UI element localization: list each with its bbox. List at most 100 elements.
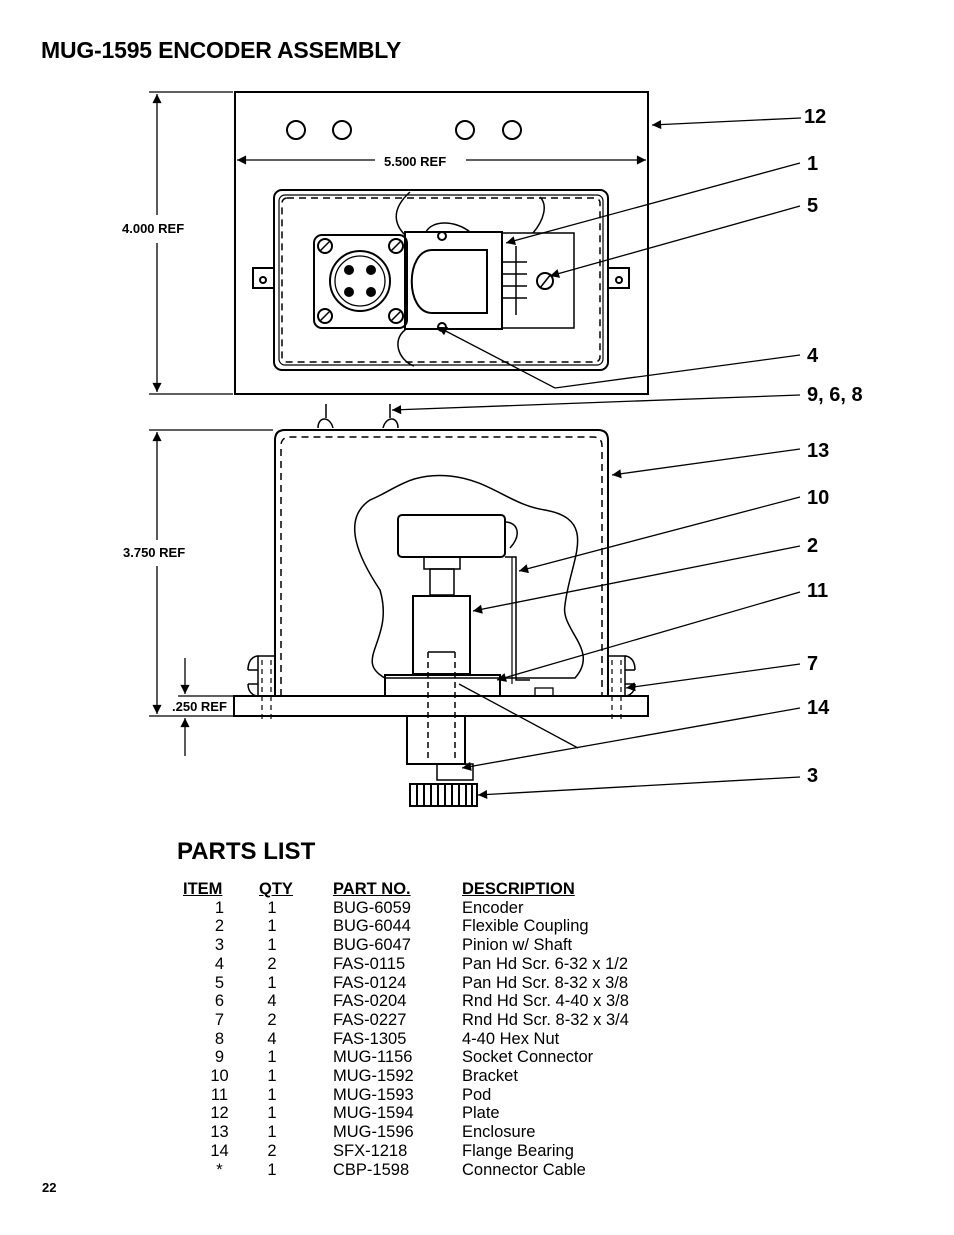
cell-part-no: MUG-1594 (333, 1104, 414, 1123)
pod (384, 674, 501, 697)
plate-hole-icon (286, 120, 306, 140)
cell-description: Plate (462, 1104, 500, 1123)
callout-label: 11 (807, 580, 828, 602)
cell-part-no: MUG-1593 (333, 1085, 414, 1104)
cell-item: 8 (214, 1029, 225, 1048)
cell-qty: 2 (267, 1010, 277, 1029)
cell-part-no: MUG-1156 (333, 1048, 413, 1067)
cell-qty: 1 (267, 1123, 277, 1142)
callout-label: 10 (807, 487, 829, 509)
cell-item: 9 (214, 1048, 225, 1067)
cell-description: Connector Cable (462, 1160, 586, 1179)
dimension-height-bottom: 3.750 REF (123, 545, 185, 560)
cell-qty: 1 (267, 917, 277, 936)
cell-part-no: FAS-0204 (333, 992, 407, 1011)
header-item: ITEM (183, 880, 223, 898)
cell-description: Socket Connector (462, 1048, 594, 1067)
cell-description: Pod (462, 1085, 492, 1104)
cell-qty: 1 (267, 1160, 277, 1179)
cell-description: Rnd Hd Scr. 8-32 x 3/4 (462, 1010, 629, 1029)
cell-qty: 4 (267, 992, 277, 1011)
callout-label: 3 (807, 765, 818, 787)
cell-item: * (216, 1160, 223, 1179)
cell-description: 4-40 Hex Nut (462, 1029, 560, 1048)
cell-item: 13 (210, 1123, 229, 1142)
cell-description: Pan Hd Scr. 6-32 x 1/2 (462, 954, 629, 973)
cell-qty: 1 (267, 1048, 277, 1067)
cell-part-no: BUG-6044 (333, 917, 411, 936)
cell-part-no: FAS-0227 (333, 1010, 407, 1029)
cell-qty: 2 (267, 954, 277, 973)
cell-part-no: FAS-1305 (333, 1029, 407, 1048)
cell-description: Pan Hd Scr. 8-32 x 3/8 (462, 973, 629, 992)
cell-description: Pinion w/ Shaft (462, 936, 573, 955)
header-qty: QTY (259, 880, 293, 898)
cell-part-no: MUG-1596 (333, 1123, 414, 1142)
cell-qty: 1 (267, 1104, 277, 1123)
cell-item: 10 (210, 1067, 229, 1086)
cell-qty: 1 (267, 1085, 277, 1104)
cell-part-no: BUG-6047 (333, 936, 411, 955)
table-row: 12 1 MUG-1594 Plate (180, 1104, 712, 1123)
callout-label: 1 (807, 153, 818, 175)
dimension-height-top: 4.000 REF (122, 221, 184, 236)
table-row: 3 1 BUG-6047 Pinion w/ Shaft (180, 936, 712, 955)
cell-description: Rnd Hd Scr. 4-40 x 3/8 (462, 992, 629, 1011)
callout-label: 5 (807, 195, 818, 217)
cell-item: 5 (214, 973, 225, 992)
cell-description: Bracket (462, 1067, 518, 1086)
mounting-plate (234, 91, 649, 395)
encoder-side (397, 514, 506, 558)
cell-item: 4 (214, 954, 225, 973)
plate-hole-icon (455, 120, 475, 140)
dimension-plate: .250 REF (172, 699, 227, 714)
cell-part-no: MUG-1592 (333, 1067, 414, 1086)
side-view (149, 429, 649, 807)
cell-part-no: FAS-0124 (333, 973, 407, 992)
cell-qty: 1 (267, 1067, 277, 1086)
cell-item: 2 (214, 917, 225, 936)
assembly-diagram: 5.500 REF 4.000 REF 3.750 REF .250 REF 1… (122, 91, 863, 807)
page-number: 22 (42, 1180, 57, 1195)
cell-description: Flexible Coupling (462, 917, 589, 936)
dimension-width: 5.500 REF (384, 154, 446, 169)
callout-label: 2 (807, 535, 818, 557)
flexible-coupling (412, 595, 471, 675)
page-title: MUG-1595 ENCODER ASSEMBLY (41, 37, 402, 63)
table-row: 7 2 FAS-0227 Rnd Hd Scr. 8-32 x 3/4 (180, 1011, 712, 1030)
table-row: 10 1 MUG-1592 Bracket (180, 1067, 712, 1086)
cell-qty: 1 (267, 898, 277, 917)
pinion-gear (409, 783, 478, 807)
callout-label: 12 (804, 106, 826, 128)
cell-part-no: BUG-6059 (333, 898, 411, 917)
callout-label: 14 (807, 697, 830, 719)
flange-bearing (406, 715, 466, 765)
top-view (149, 91, 649, 395)
callout-label: 13 (807, 440, 829, 462)
plate-hole-icon (502, 120, 522, 140)
callout-label: 7 (807, 653, 818, 675)
table-row: * 1 CBP-1598 Connector Cable (180, 1161, 712, 1180)
callout-label: 4 (807, 345, 819, 367)
callout-label: 9, 6, 8 (807, 384, 863, 406)
leader-lines (391, 117, 802, 800)
cell-qty: 1 (267, 936, 277, 955)
table-row: 9 1 MUG-1156 Socket Connector (180, 1048, 712, 1067)
cell-item: 14 (210, 1141, 229, 1160)
cell-item: 11 (210, 1085, 229, 1104)
cell-item: 7 (214, 1010, 225, 1029)
cell-description: Flange Bearing (462, 1141, 574, 1160)
cell-item: 12 (210, 1104, 229, 1123)
cell-description: Enclosure (462, 1123, 536, 1142)
cell-item: 3 (214, 936, 225, 955)
parts-list-header: ITEM QTY PART NO. DESCRIPTION (180, 880, 712, 899)
cell-part-no: CBP-1598 (333, 1160, 410, 1179)
